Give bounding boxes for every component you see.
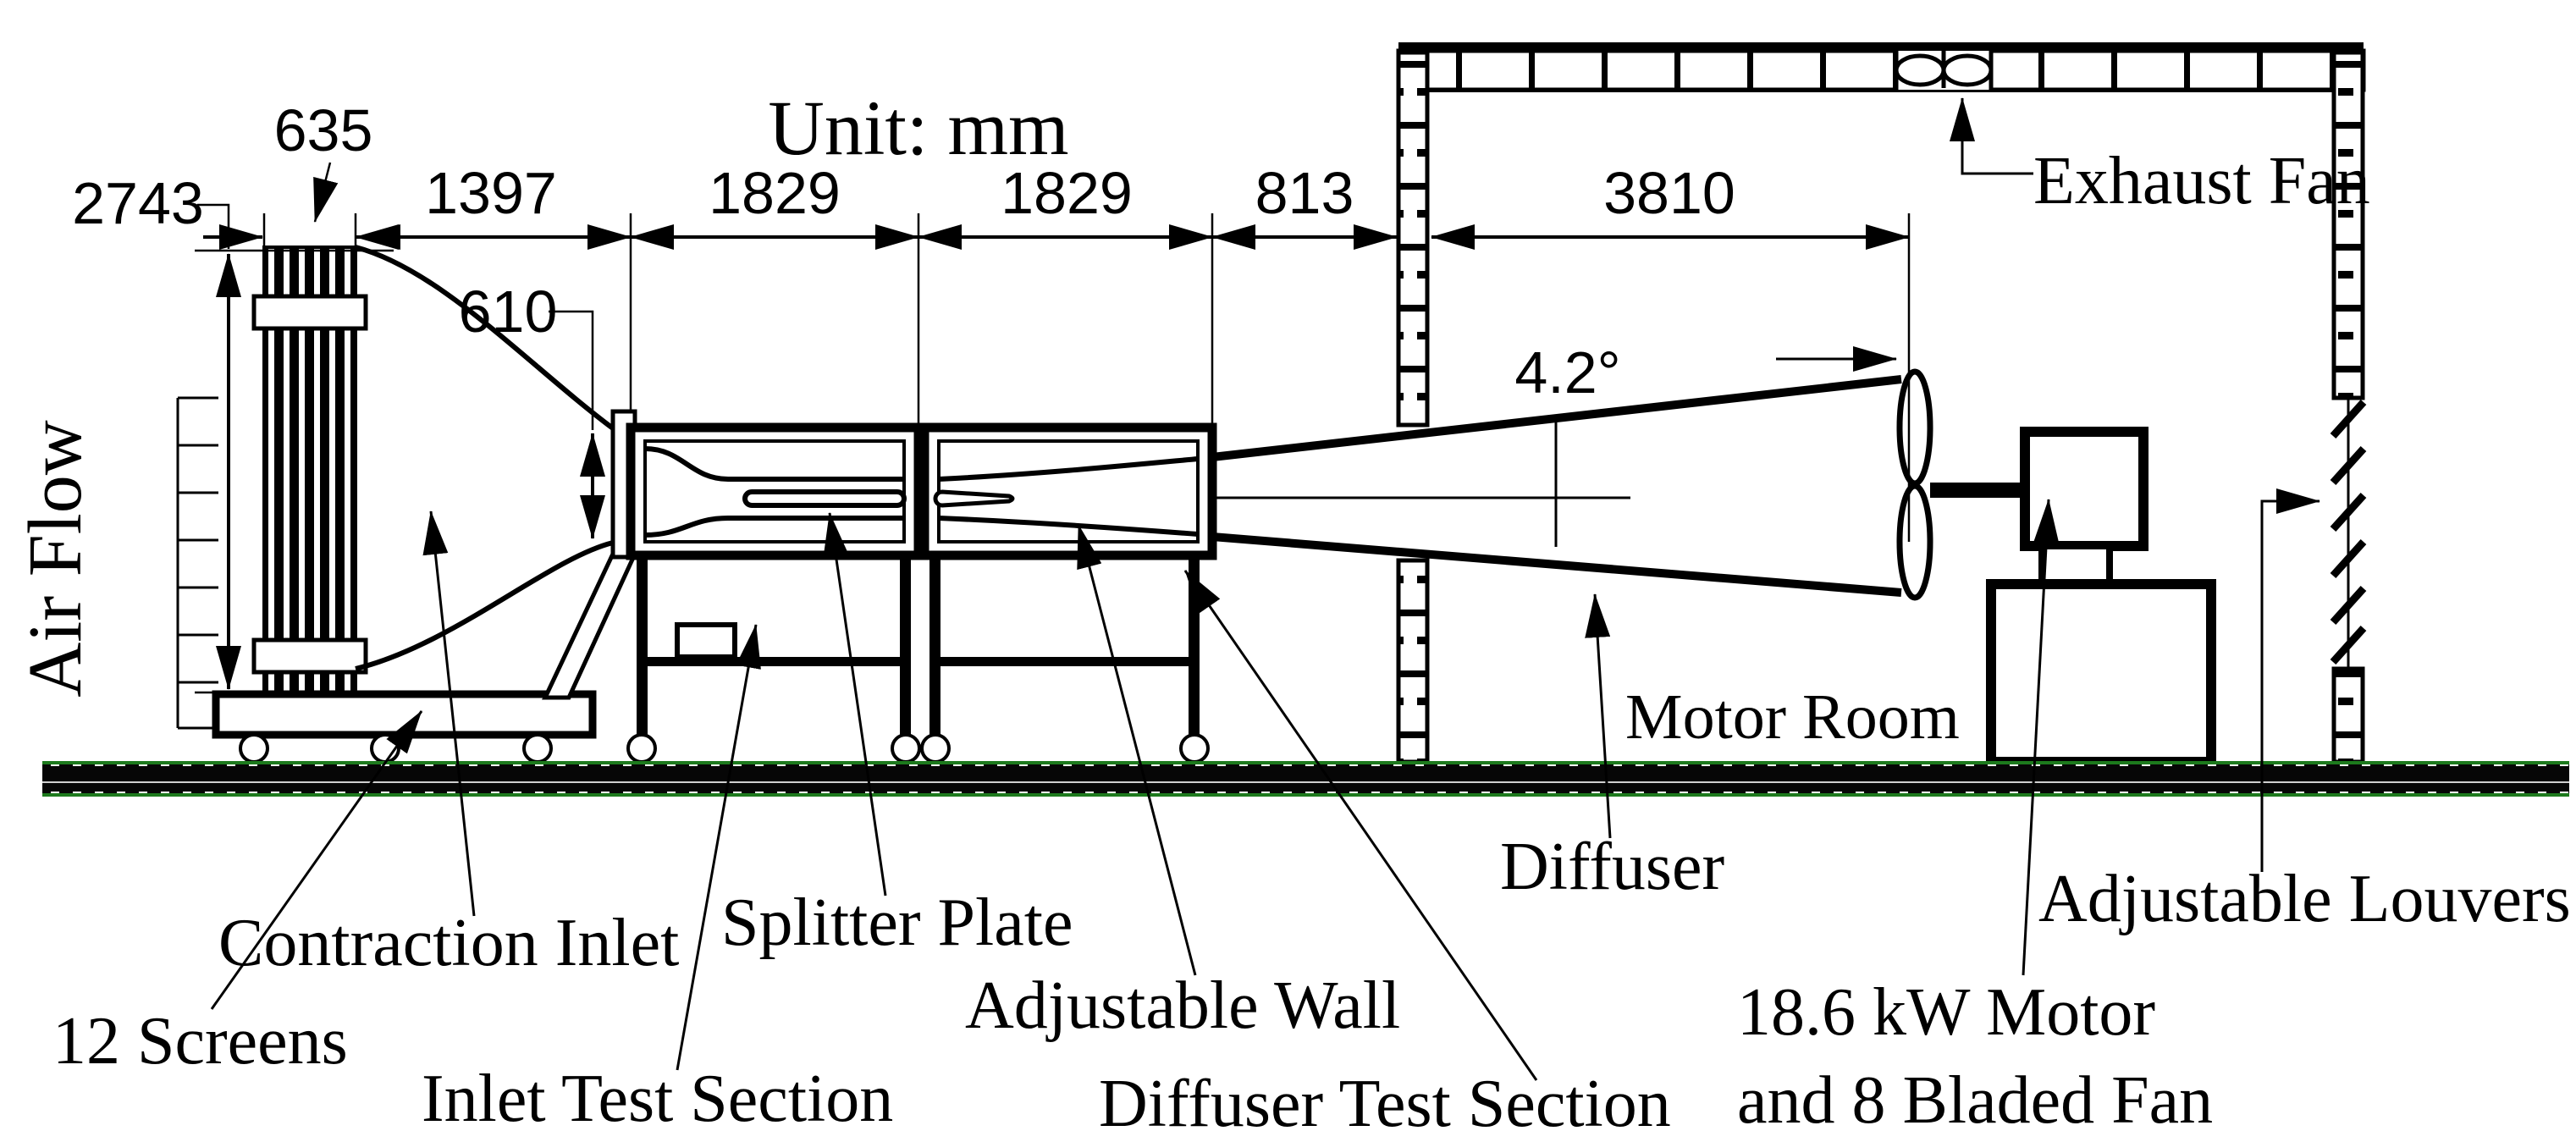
motor-box — [2020, 427, 2149, 551]
motor-room-label: Motor Room — [1625, 681, 1960, 753]
text-layer: Unit: mm 635 2743 1397 1829 1829 813 381… — [14, 85, 2571, 1141]
exhaust-fan-icon — [1894, 49, 1994, 88]
dim-1397: 1397 — [425, 160, 557, 226]
leader-diffuser — [1585, 593, 1612, 839]
adjustable-wall-top — [938, 456, 1199, 482]
motor-label-line2: and 8 Bladed Fan — [1737, 1063, 2213, 1138]
left-wall-lower — [1396, 558, 1430, 764]
dim-813: 813 — [1255, 160, 1354, 226]
floor — [42, 761, 2569, 797]
air-flow-label: Air Flow — [14, 420, 97, 698]
screen-clamp-upper — [251, 294, 368, 331]
ceiling-beam — [1398, 42, 2364, 51]
diffuser-label: Diffuser — [1500, 830, 1724, 904]
splitter-plate-label: Splitter Plate — [721, 885, 1073, 960]
shelf-box — [675, 622, 737, 659]
dim-1829-inlet: 1829 — [709, 160, 841, 226]
dim-angle: 4.2° — [1514, 339, 1620, 405]
right-wall-upper — [2331, 50, 2365, 400]
leader-adjustable-wall — [1077, 524, 1197, 976]
fan-shaft — [1930, 483, 2025, 498]
ceiling-underline — [1398, 90, 2364, 92]
dim-610: 610 — [459, 279, 558, 345]
leader-12-screens — [210, 710, 423, 1010]
dim-635: 635 — [274, 97, 373, 163]
dim-2743: 2743 — [72, 170, 204, 236]
inlet-test-section-box — [626, 422, 924, 560]
shelf-right — [929, 657, 1200, 666]
inlet-test-section-label: Inlet Test Section — [422, 1062, 893, 1136]
twelve-screens-label: 12 Screens — [52, 1004, 348, 1079]
diffuser-test-section-label: Diffuser Test Section — [1099, 1067, 1671, 1141]
support-frames — [626, 555, 1210, 764]
dim-3810: 3810 — [1603, 160, 1735, 226]
contraction-top-curve — [355, 245, 615, 431]
adjustable-louvers-label: Adjustable Louvers — [2038, 862, 2571, 936]
leader-adjustable-louvers — [2260, 488, 2320, 872]
leader-contraction-inlet — [422, 510, 476, 917]
leader-inlet-test-section — [676, 624, 761, 1071]
screen-clamp-lower — [251, 637, 368, 675]
diffuser-test-section-box — [919, 422, 1217, 560]
contraction-inlet-label: Contraction Inlet — [218, 906, 679, 980]
fan-blades-icon — [1896, 368, 1933, 601]
ceiling-bricks-right — [1989, 48, 2366, 92]
callout-leaders — [210, 97, 2320, 1081]
leader-635 — [313, 162, 339, 223]
adjustable-wall-label: Adjustable Wall — [965, 968, 1400, 1043]
exhaust-fan-label: Exhaust Fan — [2033, 144, 2370, 218]
leader-exhaust-fan — [1950, 97, 2033, 175]
splitter-trailing-edge — [933, 489, 1015, 508]
shelf-left — [637, 657, 911, 666]
ceiling-bricks-left — [1396, 48, 1899, 92]
leader-motor — [2022, 499, 2060, 976]
screen-base-cart — [212, 690, 597, 739]
motor-neck — [2038, 543, 2113, 588]
leader-610 — [549, 310, 594, 430]
leader-splitter-plate — [823, 512, 887, 896]
motor-room-structure — [1396, 42, 2367, 764]
motor-label-line1: 18.6 kW Motor — [1737, 975, 2155, 1050]
leader-diffuser-test-section — [1183, 570, 1538, 1081]
diffuser-fan-motor — [1211, 368, 2216, 767]
diffuser-top-line — [1211, 375, 1902, 461]
splitter-plate-shape — [742, 489, 907, 508]
left-wall-upper — [1396, 50, 1430, 428]
dimension-lines — [176, 162, 1911, 730]
louvers-icon — [2330, 398, 2367, 669]
right-wall-lower — [2331, 666, 2365, 764]
frame-wheels — [626, 733, 1210, 764]
unit-note: Unit: mm — [768, 85, 1068, 171]
diffuser-bottom-line — [1211, 532, 1902, 597]
motor-pedestal — [1986, 579, 2216, 767]
inlet-channel-top — [644, 446, 904, 482]
dim-1829-diffuser: 1829 — [1001, 160, 1133, 226]
inlet-channel-bottom — [644, 516, 904, 538]
contraction-bottom-curve — [355, 540, 614, 671]
screens-assembly — [212, 246, 597, 764]
